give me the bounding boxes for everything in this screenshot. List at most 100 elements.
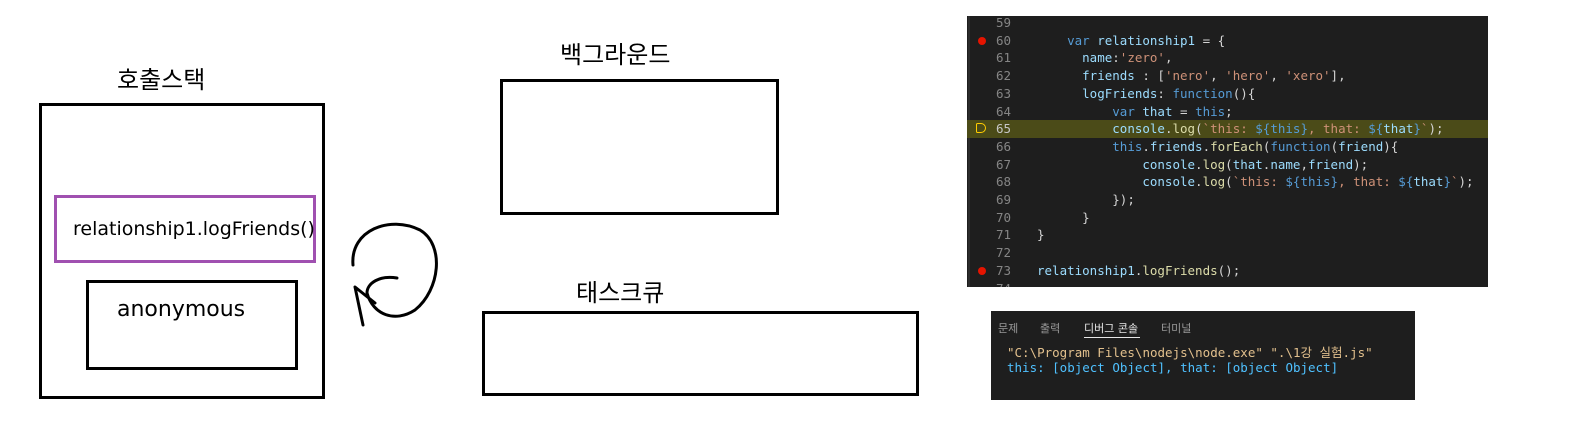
tab-problems[interactable]: 문제 [998,322,1019,335]
code-token [1037,33,1067,48]
code-token: ; [1225,103,1233,119]
code-token: friend [1307,156,1354,172]
line-number: 59 [995,16,1011,30]
code-token [1037,157,1142,172]
stack-frame-logfriends: relationship1.logFriends() [54,195,316,263]
code-text: console.log(that.name,friend); [1037,156,1368,174]
code-token [1037,50,1082,65]
tab-output[interactable]: 출력 [1040,322,1061,335]
code-token: } [1082,209,1090,225]
code-text: name:'zero', [1037,49,1172,67]
line-gutter[interactable]: 65 [967,120,1027,138]
code-line[interactable]: 68 console.log(`this: ${this}, that: ${t… [967,173,1488,191]
line-gutter[interactable]: 74 [967,280,1027,288]
code-token: } [1443,174,1451,190]
code-line[interactable]: 73 relationship1.logFriends(); [967,262,1488,280]
code-line[interactable]: 64 var that = this; [967,103,1488,121]
code-line[interactable]: 65 console.log(`this: ${this}, that: ${t… [967,120,1488,139]
code-text: } [1037,226,1045,244]
line-gutter[interactable]: 63 [967,85,1027,103]
tab-terminal[interactable]: 터미널 [1161,322,1192,335]
code-line[interactable]: 71} [967,226,1488,244]
code-token: . [1164,121,1173,137]
code-line[interactable]: 74 [967,280,1488,288]
background-title: 백그라운드 [560,41,671,69]
line-number: 67 [995,156,1011,172]
code-token: that [1142,103,1173,119]
code-token: } [1330,174,1339,190]
line-gutter[interactable]: 59 [967,16,1027,32]
code-line[interactable]: 70 } [967,209,1488,227]
code-token: ], [1330,68,1346,84]
line-number: 62 [995,68,1011,84]
code-editor[interactable]: 59 60 var relationship1 = {61 name:'zero'… [967,16,1488,287]
code-token: 'xero' [1285,68,1331,84]
code-line[interactable]: 63 logFriends: function(){ [967,85,1488,103]
line-gutter[interactable]: 70 [967,209,1027,227]
breakpoint-icon[interactable] [978,36,986,45]
code-line[interactable]: 61 name:'zero', [967,49,1488,67]
line-gutter[interactable]: 62 [967,67,1027,85]
line-number: 66 [995,138,1011,154]
line-number: 64 [995,103,1011,119]
line-gutter[interactable]: 72 [967,244,1027,262]
line-gutter[interactable]: 71 [967,226,1027,244]
code-token [1037,139,1112,154]
event-loop-arrow-icon [351,222,438,327]
code-token: ); [1428,121,1444,137]
tab-debug-console[interactable]: 디버그 콘솔 [1084,322,1139,335]
task-queue-box [482,311,919,396]
code-line[interactable]: 60 var relationship1 = { [967,32,1488,50]
code-line[interactable]: 67 console.log(that.name,friend); [967,156,1488,174]
code-token: } [1300,121,1308,137]
stack-frame-label: relationship1.logFriends() [73,218,315,240]
code-token [1037,86,1082,101]
code-token: (); [1217,262,1241,278]
console-output-line: "C:\Program Files\nodejs\node.exe" ".\1강… [1007,345,1373,360]
code-token: ); [1458,174,1474,190]
line-gutter[interactable]: 64 [967,103,1027,121]
line-number: 63 [995,85,1011,101]
code-token: . [1134,262,1143,278]
code-line[interactable]: 69 }); [967,191,1488,209]
code-token: ${ [1285,174,1301,190]
code-line[interactable]: 59 [967,16,1488,32]
breakpoint-icon[interactable] [978,266,986,275]
line-gutter[interactable]: 69 [967,191,1027,209]
line-gutter[interactable]: 73 [967,262,1027,280]
line-gutter[interactable]: 61 [967,49,1027,67]
code-text: } [1037,209,1090,227]
code-token: (){ [1232,85,1256,101]
code-token: 'hero' [1225,68,1271,84]
line-gutter[interactable]: 66 [967,138,1027,156]
code-line[interactable]: 72 [967,244,1488,262]
console-output-line: this: [object Object], that: [object Obj… [1007,360,1339,375]
code-token: log [1172,121,1196,137]
line-number: 68 [995,174,1011,190]
code-token: ( [1195,121,1203,137]
code-token: this [1270,121,1301,137]
code-token: , [1164,50,1173,66]
code-token: `this: [1202,121,1256,137]
code-token: , [1270,68,1286,84]
code-token: function [1270,138,1331,154]
code-line[interactable]: 62 friends : ['nero', 'hero', 'xero'], [967,67,1488,85]
code-token: ( [1225,156,1233,172]
code-token: that [1413,174,1444,190]
line-number: 74 [981,280,1011,288]
code-token [1037,192,1112,207]
code-token: , that: [1338,174,1399,190]
code-token: . [1195,174,1203,190]
code-token [1037,174,1142,189]
line-gutter[interactable]: 67 [967,156,1027,174]
code-token: : [1157,85,1173,101]
code-token: } [1413,121,1421,137]
line-gutter[interactable]: 68 [967,173,1027,191]
code-text: relationship1.logFriends(); [1037,262,1240,280]
code-line[interactable]: 66 this.friends.forEach(function(friend)… [967,138,1488,156]
code-token [1037,68,1082,83]
line-number: 73 [995,262,1011,278]
code-token [1037,210,1082,225]
line-gutter[interactable]: 60 [967,32,1027,50]
code-text: this.friends.forEach(function(friend){ [1037,138,1398,156]
